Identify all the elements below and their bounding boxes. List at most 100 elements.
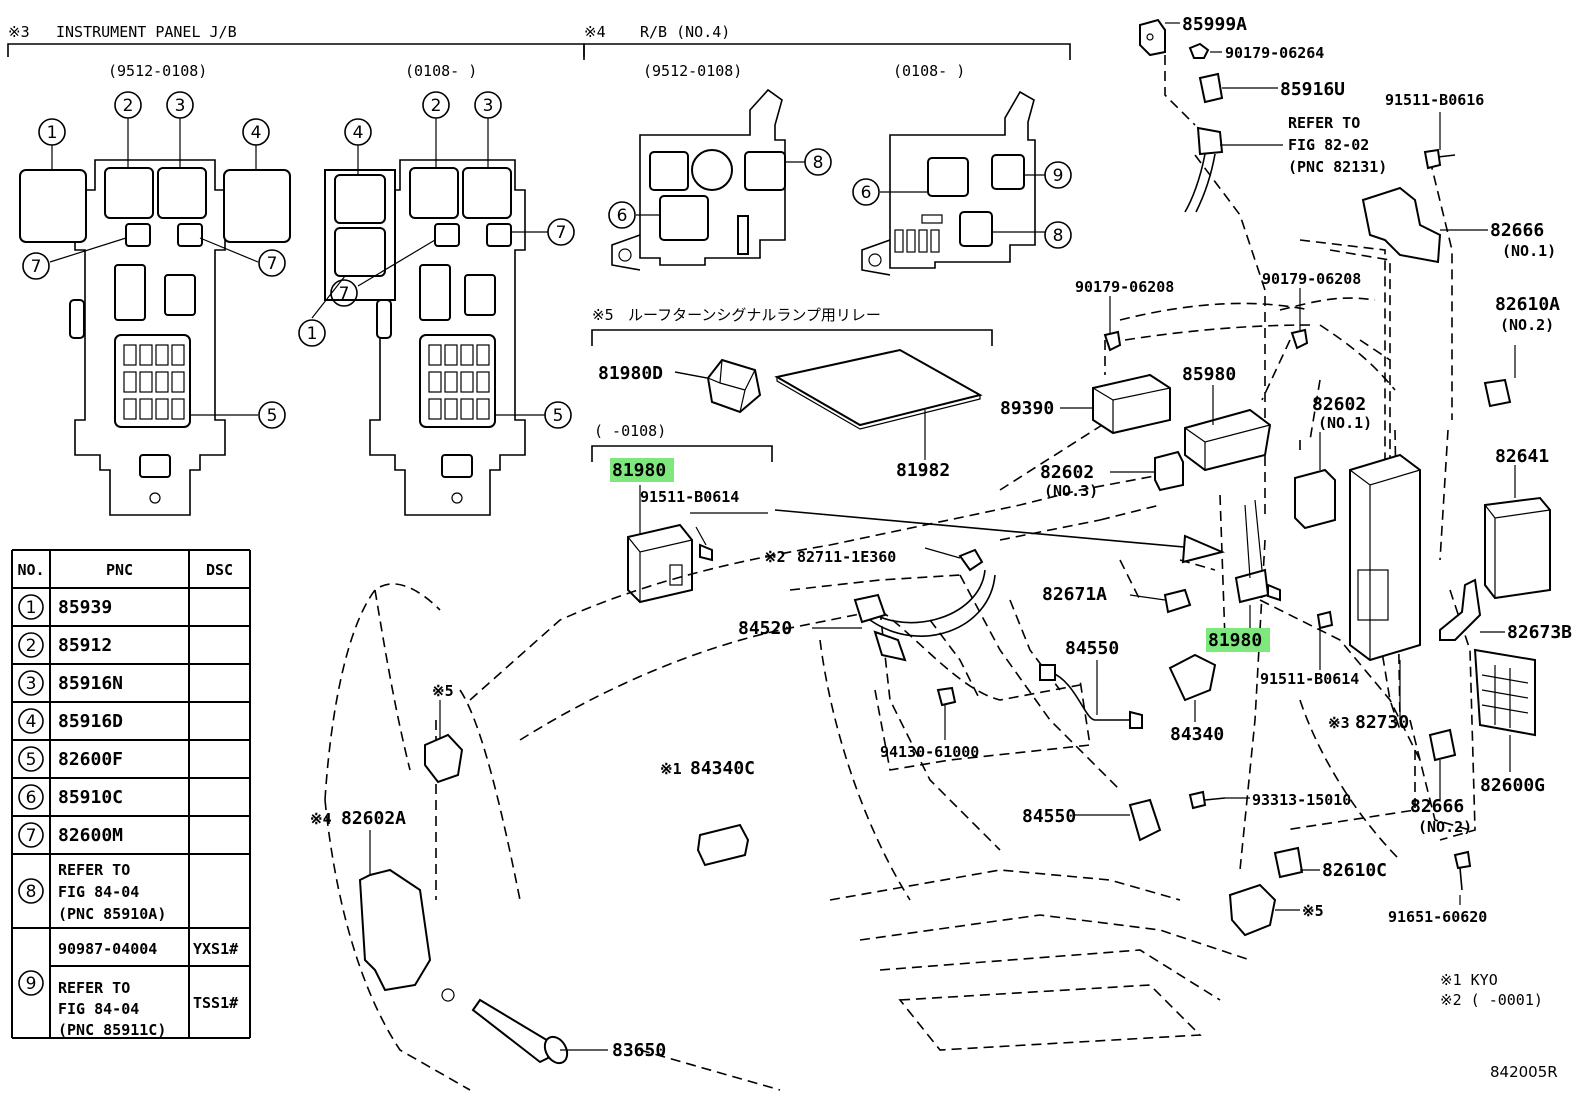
clip-82666-no2-drawing bbox=[1428, 728, 1457, 762]
section3-mark: ※3 bbox=[8, 23, 30, 41]
svg-text:1: 1 bbox=[307, 324, 318, 344]
label-refer1-l2: FIG 82-02 bbox=[1288, 136, 1369, 154]
label-mark5-bottom: ※5 bbox=[1302, 902, 1324, 920]
leader-lines bbox=[369, 22, 1516, 1051]
relay-81980-drawing-a bbox=[627, 523, 713, 604]
table-pnc-value: 82600F bbox=[58, 749, 123, 770]
table-pnc-value: REFER TO bbox=[58, 979, 130, 997]
jb-82730-drawing bbox=[1349, 453, 1421, 662]
connector-82602-no1-drawing bbox=[1294, 468, 1336, 530]
callout-2-left: 2 bbox=[114, 91, 142, 119]
label-82610C: 82610C bbox=[1322, 860, 1387, 881]
switch-84340C-drawing bbox=[696, 823, 750, 867]
svg-text:6: 6 bbox=[861, 183, 872, 203]
label-82602-no1: 82602 bbox=[1312, 394, 1366, 415]
table-row-number-circle bbox=[18, 632, 44, 658]
svg-text:4: 4 bbox=[251, 123, 262, 143]
table-row-number-circle bbox=[18, 746, 44, 772]
table-pnc-value: 90987-04004 bbox=[58, 940, 157, 958]
label-91511-B0616: 91511-B0616 bbox=[1385, 91, 1484, 109]
table-pnc-value: (PNC 85911C) bbox=[58, 1021, 166, 1039]
label-refer1-l3: (PNC 82131) bbox=[1288, 158, 1387, 176]
svg-text:9: 9 bbox=[1053, 166, 1064, 186]
part-83650-drawing bbox=[471, 998, 552, 1064]
label-84340: 84340 bbox=[1170, 724, 1224, 745]
label-85980: 85980 bbox=[1182, 364, 1236, 385]
label-84340C-mark: ※1 bbox=[660, 760, 682, 778]
callout-5-left: 5 bbox=[258, 401, 286, 429]
junction-block-left bbox=[19, 118, 291, 516]
section3-sub-left: (9512-0108) bbox=[108, 62, 207, 80]
label-82602A-mark: ※4 bbox=[310, 810, 332, 828]
table-row-number-circle bbox=[18, 970, 44, 996]
inset-arrow-head bbox=[1181, 534, 1226, 564]
junction-block-right bbox=[311, 118, 548, 516]
part-drawings bbox=[358, 18, 1551, 1065]
table-row-number: 6 bbox=[26, 788, 37, 808]
label-90179-06208a: 90179-06208 bbox=[1075, 278, 1174, 296]
board-82600G-drawing bbox=[1473, 648, 1536, 737]
module-82641-drawing bbox=[1484, 496, 1551, 600]
section5-title: ルーフターンシグナルランプ用リレー bbox=[628, 306, 881, 324]
label-82730-mark: ※3 bbox=[1328, 714, 1350, 732]
label-84340C: 84340C bbox=[690, 758, 755, 779]
svg-text:5: 5 bbox=[553, 406, 564, 426]
callout-8-rb-left: 8 bbox=[804, 148, 832, 176]
section4-sub-right: (0108- ) bbox=[893, 62, 965, 80]
label-82711-mark: ※2 bbox=[764, 548, 786, 566]
callout-3-left: 3 bbox=[166, 91, 194, 119]
svg-text:8: 8 bbox=[813, 153, 824, 173]
label-93313-15010: 93313-15010 bbox=[1252, 791, 1351, 809]
section3-title: INSTRUMENT PANEL J/B bbox=[56, 23, 237, 41]
table-pnc-value: 85916D bbox=[58, 711, 123, 732]
table-row-number-circle bbox=[18, 594, 44, 620]
table-pnc-value: (PNC 85910A) bbox=[58, 905, 166, 923]
label-82673B: 82673B bbox=[1507, 622, 1572, 643]
svg-text:7: 7 bbox=[339, 284, 350, 304]
label-82730: 82730 bbox=[1355, 712, 1409, 733]
svg-text:4: 4 bbox=[353, 123, 364, 143]
inset-arrow-line bbox=[774, 509, 1196, 549]
table-row-number: 8 bbox=[26, 882, 37, 902]
nut-90179-06208a-drawing bbox=[1103, 330, 1122, 352]
clip-82610A-drawing bbox=[1483, 378, 1512, 408]
highlight-81980-b bbox=[1206, 628, 1270, 652]
label-82671A: 82671A bbox=[1042, 584, 1107, 605]
svg-text:1: 1 bbox=[47, 123, 58, 143]
callout-6-rb-left: 6 bbox=[608, 201, 636, 229]
relay-85916U-drawing bbox=[1198, 72, 1224, 104]
label-81980D: 81980D bbox=[598, 363, 663, 384]
label-82666-no2: 82666 bbox=[1410, 796, 1464, 817]
callout-4-right: 4 bbox=[344, 118, 372, 146]
callout-7-left-b: 7 bbox=[258, 249, 286, 277]
label-81982: 81982 bbox=[896, 460, 950, 481]
svg-text:5: 5 bbox=[267, 406, 278, 426]
svg-text:2: 2 bbox=[123, 96, 134, 116]
table-row-number: 3 bbox=[26, 674, 37, 694]
svg-text:3: 3 bbox=[483, 96, 494, 116]
bracket-82666-no1-drawing bbox=[1361, 186, 1442, 264]
label-94130-61000: 94130-61000 bbox=[880, 743, 979, 761]
table-header-no: NO. bbox=[17, 561, 44, 579]
table-pnc-value: FIG 84-04 bbox=[58, 883, 139, 901]
section3-bracket bbox=[7, 43, 585, 57]
callout-3-right: 3 bbox=[474, 91, 502, 119]
section5-mark: ※5 bbox=[592, 306, 614, 324]
switch-84340-drawing bbox=[1168, 653, 1217, 702]
label-90179-06264: 90179-06264 bbox=[1225, 44, 1324, 62]
table-pnc-value: FIG 84-04 bbox=[58, 1000, 139, 1018]
nut-90179-06208b-drawing bbox=[1290, 328, 1309, 350]
label-91511-B0614b: 91511-B0614 bbox=[1260, 670, 1359, 688]
figure-id: 842005R bbox=[1490, 1063, 1558, 1081]
note-0001: ※2 ( -0001) bbox=[1440, 991, 1543, 1009]
bolt-91651-60620-drawing bbox=[1453, 850, 1472, 870]
clip-82610C-drawing bbox=[1273, 846, 1304, 879]
callout-5-right: 5 bbox=[544, 401, 572, 429]
label-91651-60620: 91651-60620 bbox=[1388, 908, 1487, 926]
table-pnc-value: 85916N bbox=[58, 673, 123, 694]
section4-title: R/B (NO.4) bbox=[640, 23, 730, 41]
label-82666-no2-sub: (NO.2) bbox=[1418, 818, 1472, 836]
callout-7-left-a: 7 bbox=[22, 252, 50, 280]
